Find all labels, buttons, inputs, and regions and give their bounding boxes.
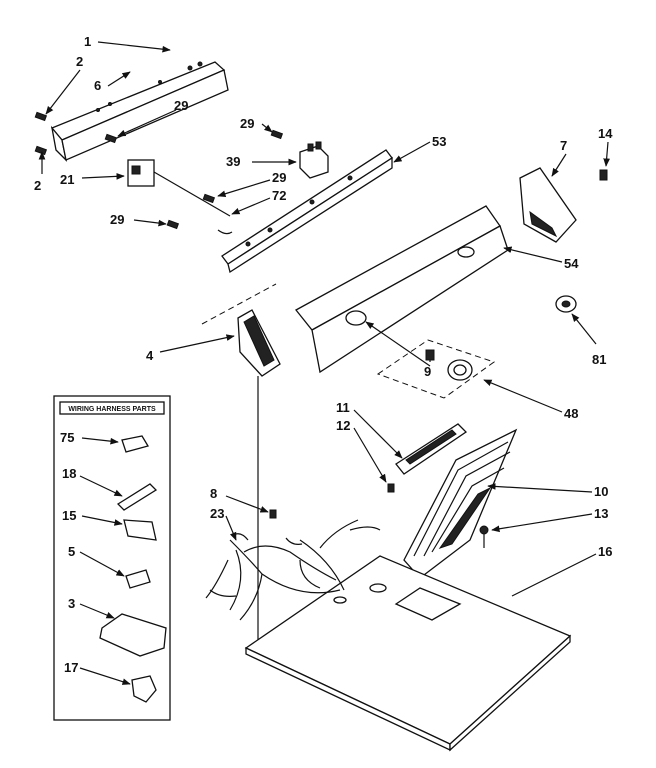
callout-53: 53 bbox=[432, 134, 446, 149]
callout-11: 11 bbox=[336, 400, 350, 415]
wiring-box-title: WIRING HARNESS PARTS bbox=[68, 406, 156, 413]
callout-81: 81 bbox=[592, 352, 606, 367]
callout-2-top: 2 bbox=[76, 54, 83, 69]
knob-assembly-48 bbox=[376, 339, 496, 399]
callout-29-b: 29 bbox=[240, 116, 254, 131]
callout-23: 23 bbox=[210, 506, 224, 521]
screw-29-c bbox=[202, 193, 216, 204]
terminal-block-3 bbox=[99, 613, 167, 657]
callout-39: 39 bbox=[226, 154, 240, 169]
callout-29-d: 29 bbox=[110, 212, 124, 227]
screw-13 bbox=[479, 525, 489, 548]
callout-5: 5 bbox=[68, 544, 75, 559]
callout-75: 75 bbox=[60, 430, 74, 445]
control-housing-4 bbox=[201, 283, 281, 658]
callout-14: 14 bbox=[598, 126, 613, 141]
callout-10: 10 bbox=[594, 484, 608, 499]
switch-21 bbox=[127, 159, 231, 217]
screw-29-b bbox=[270, 129, 284, 140]
knob-81 bbox=[555, 295, 577, 313]
callout-18: 18 bbox=[62, 466, 76, 481]
callout-13: 13 bbox=[594, 506, 608, 521]
screw-2-top bbox=[34, 111, 48, 122]
wiring-harness-parts-box: WIRING HARNESS PARTS bbox=[53, 395, 171, 721]
callout-17: 17 bbox=[64, 660, 78, 675]
screw-8 bbox=[269, 509, 277, 519]
callout-6: 6 bbox=[94, 78, 101, 93]
callout-3: 3 bbox=[68, 596, 75, 611]
callout-21: 21 bbox=[60, 172, 74, 187]
callout-54: 54 bbox=[564, 256, 579, 271]
callout-12: 12 bbox=[336, 418, 350, 433]
leader-lines bbox=[38, 41, 610, 685]
callout-4: 4 bbox=[146, 348, 154, 363]
screw-29-a bbox=[104, 133, 118, 144]
callout-29-a: 29 bbox=[174, 98, 188, 113]
connector-75 bbox=[121, 435, 149, 453]
wiring-harness-23 bbox=[205, 519, 381, 621]
cabinet-top-16 bbox=[244, 555, 572, 752]
callout-1: 1 bbox=[84, 34, 91, 49]
end-cap-7 bbox=[519, 167, 577, 243]
screw-29-d bbox=[166, 219, 180, 230]
control-bracket-53 bbox=[217, 149, 393, 274]
callout-8: 8 bbox=[210, 486, 217, 501]
connector-5 bbox=[125, 569, 151, 589]
screw-2-bottom bbox=[34, 145, 48, 156]
connector-15 bbox=[123, 519, 157, 541]
terminal-block-39 bbox=[299, 141, 329, 179]
screw-12 bbox=[387, 483, 395, 493]
clip-17 bbox=[131, 675, 157, 703]
callout-29-c: 29 bbox=[272, 170, 286, 185]
callout-2-bottom: 2 bbox=[34, 178, 41, 193]
connector-18 bbox=[116, 483, 158, 511]
callout-9: 9 bbox=[424, 364, 431, 379]
screw-14 bbox=[599, 169, 608, 181]
callout-72: 72 bbox=[272, 188, 286, 203]
callout-7: 7 bbox=[560, 138, 567, 153]
callout-labels: 1 2 2 6 29 21 29 39 53 29 72 29 7 14 54 … bbox=[34, 34, 613, 675]
callout-16: 16 bbox=[598, 544, 612, 559]
access-cover-11 bbox=[395, 423, 468, 475]
callout-48: 48 bbox=[564, 406, 578, 421]
callout-15: 15 bbox=[62, 508, 76, 523]
rear-control-panel bbox=[50, 61, 229, 162]
